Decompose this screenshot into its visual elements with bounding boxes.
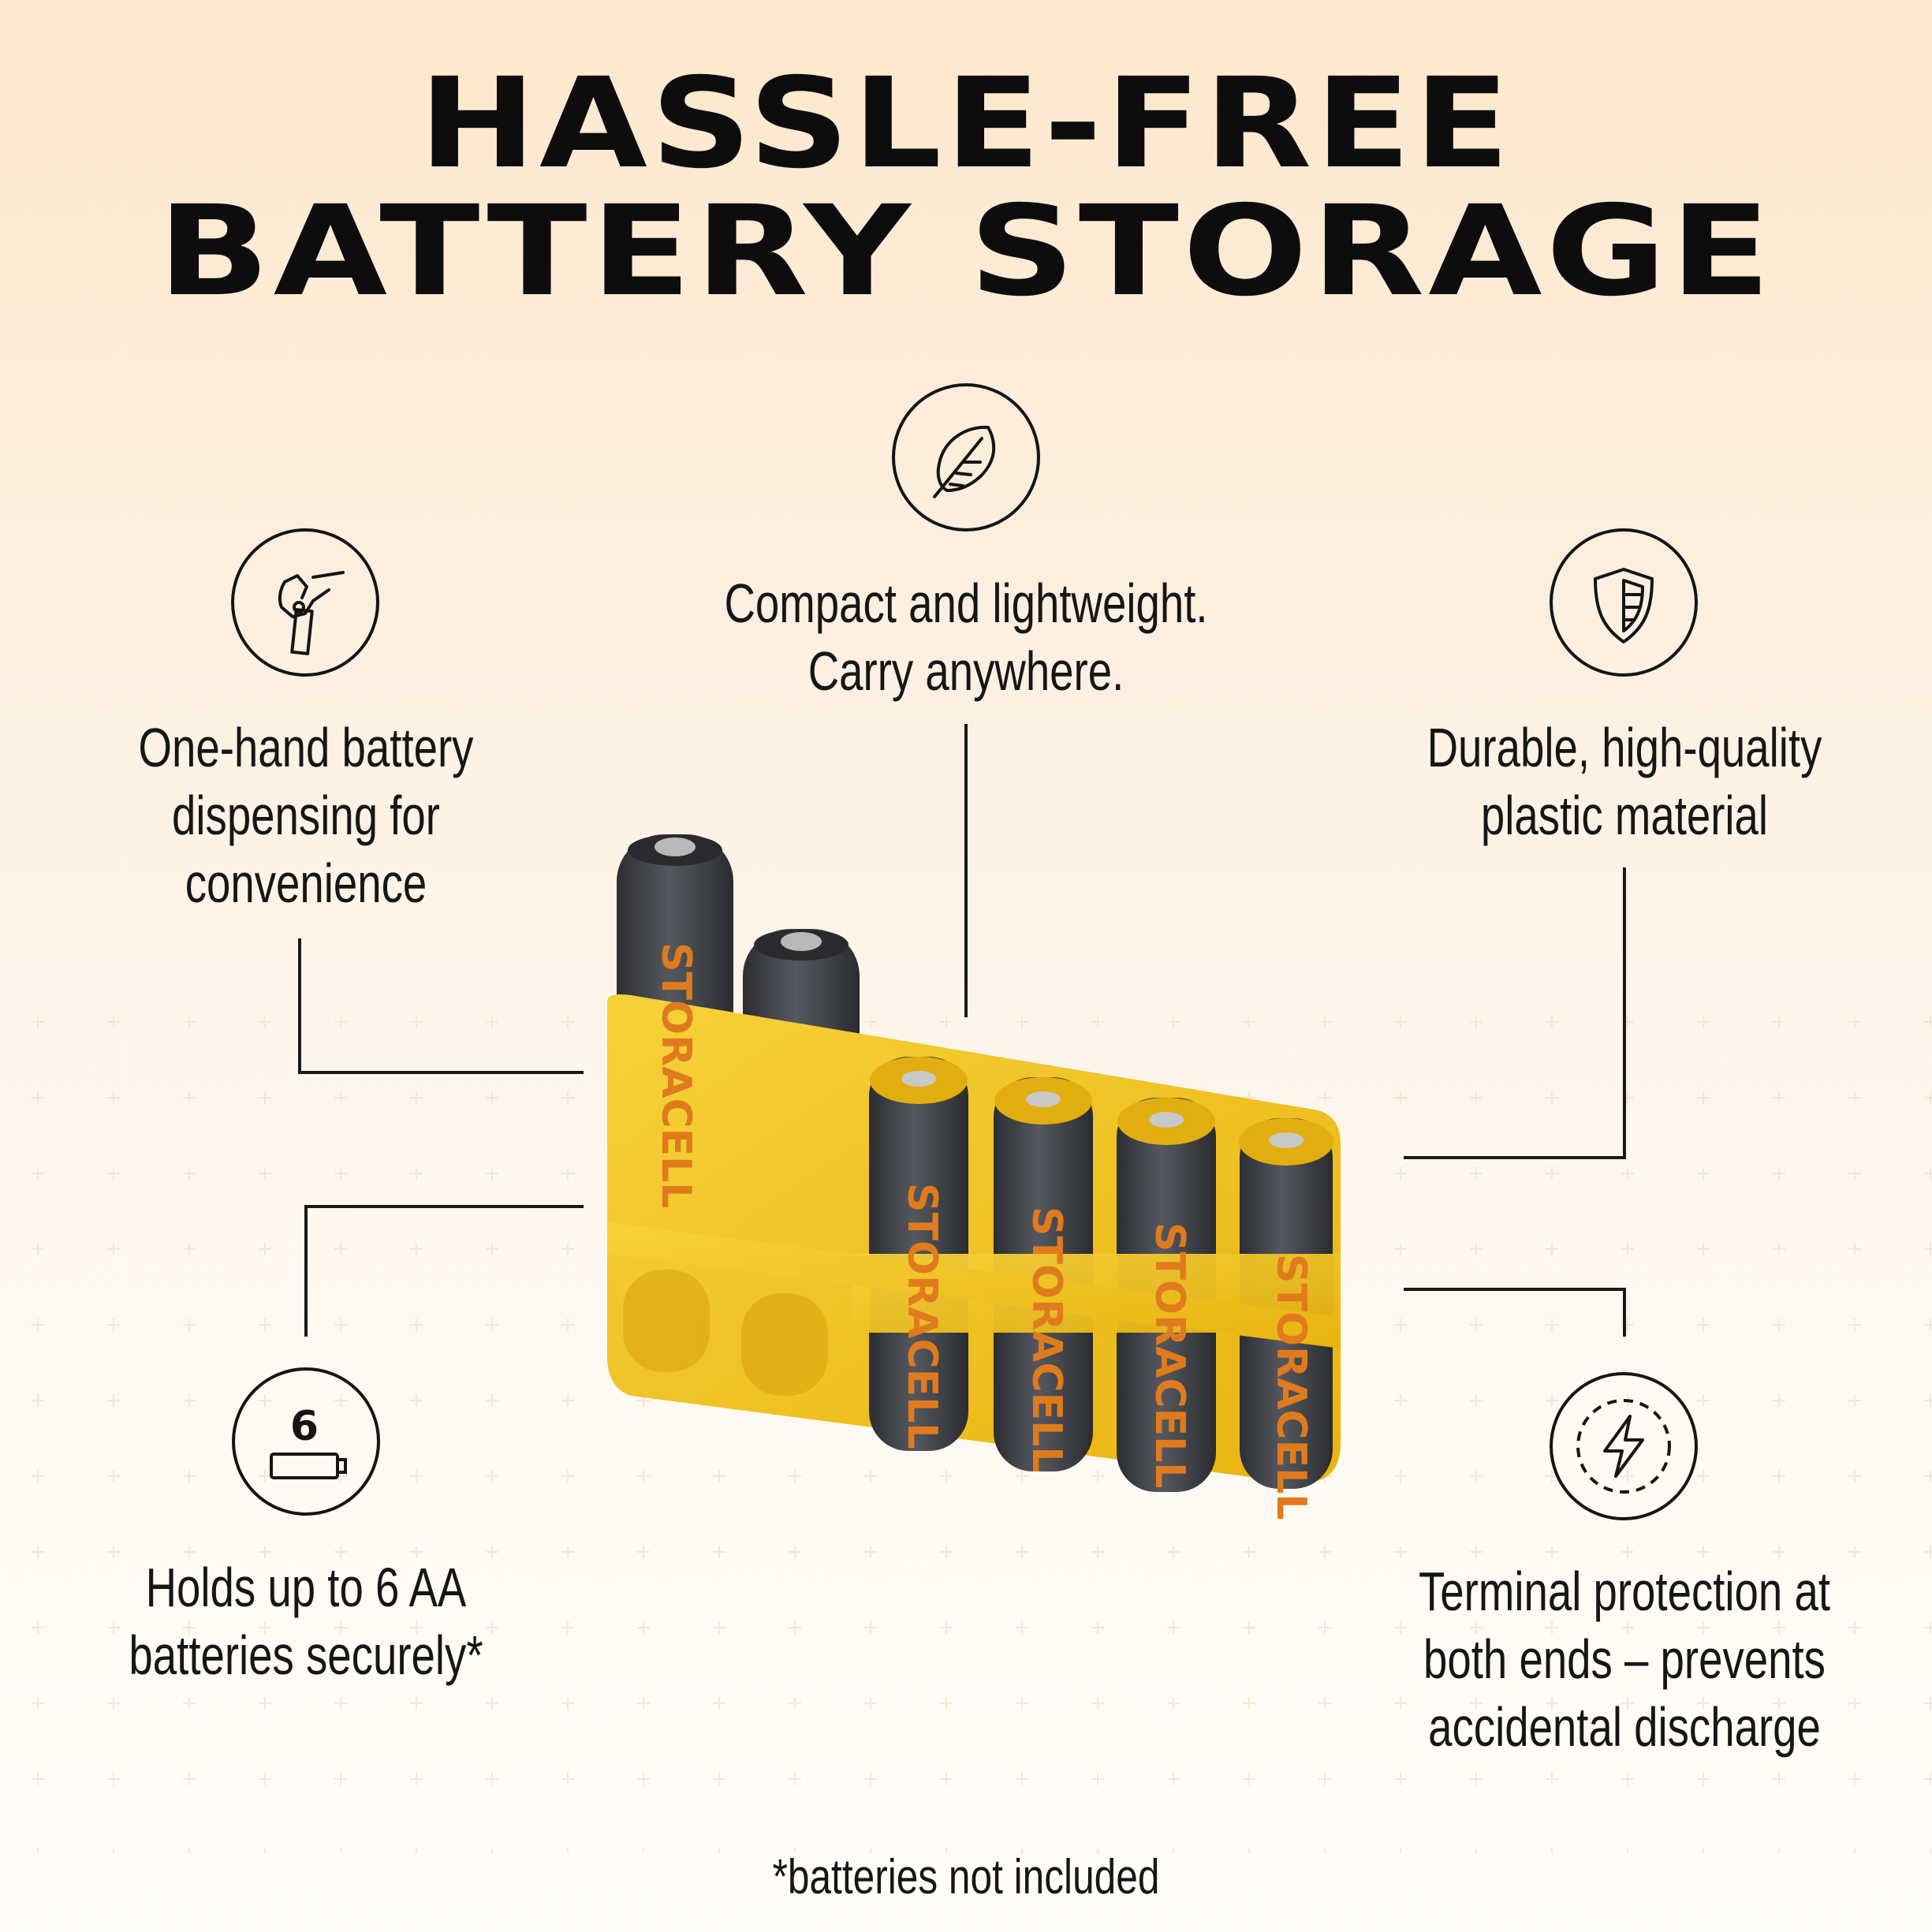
caption-holds: Holds up to 6 AA batteries securely*: [121, 1553, 490, 1689]
heading-line-1: HASSLE-FREE: [419, 51, 1513, 196]
caption-compact-line-1: Compact and lightweight.: [724, 573, 1208, 634]
footnote-batteries-not-included: *batteries not included: [772, 1850, 1160, 1904]
battery-label-1: STORACELL: [652, 942, 699, 1208]
caption-compact: Compact and lightweight. Carry anywhere.: [720, 569, 1212, 705]
battery-label-4: STORACELL: [1023, 1207, 1070, 1472]
battery-label-3: STORACELL: [898, 1183, 945, 1449]
battery-label-5: STORACELL: [1146, 1222, 1193, 1488]
caption-one-hand-line-1: One-hand battery: [138, 717, 474, 778]
caption-one-hand-line-3: convenience: [185, 852, 427, 914]
caption-terminal: Terminal protection at both ends – preve…: [1378, 1557, 1870, 1761]
battery-label-6: STORACELL: [1267, 1254, 1315, 1520]
caption-durable: Durable, high-quality plastic material: [1378, 714, 1870, 849]
hand-pinch-icon: [231, 528, 379, 677]
feather-icon: [892, 383, 1040, 531]
battery-count-text: 6: [290, 1403, 319, 1450]
shield-icon: [1550, 528, 1698, 677]
heading-line-2: BATTERY STORAGE: [157, 179, 1775, 324]
battery-holder-product-image: STORACELL STORACELL STORACELL STORACELL …: [607, 834, 1341, 1520]
caption-durable-line-2: plastic material: [1480, 785, 1769, 846]
caption-one-hand: One-hand battery dispensing for convenie…: [121, 714, 490, 917]
caption-durable-line-1: Durable, high-quality: [1427, 717, 1822, 778]
caption-compact-line-2: Carry anywhere.: [807, 640, 1125, 702]
caption-terminal-line-2: both ends – prevents: [1423, 1628, 1826, 1690]
battery-count-icon: 6: [232, 1367, 380, 1516]
caption-terminal-line-3: accidental discharge: [1428, 1696, 1821, 1758]
caption-holds-line-1: Holds up to 6 AA: [145, 1557, 467, 1618]
caption-holds-line-2: batteries securely*: [129, 1624, 483, 1686]
caption-one-hand-line-2: dispensing for: [172, 785, 440, 846]
lightning-bolt-icon: [1550, 1372, 1698, 1520]
caption-terminal-line-1: Terminal protection at: [1419, 1561, 1830, 1622]
